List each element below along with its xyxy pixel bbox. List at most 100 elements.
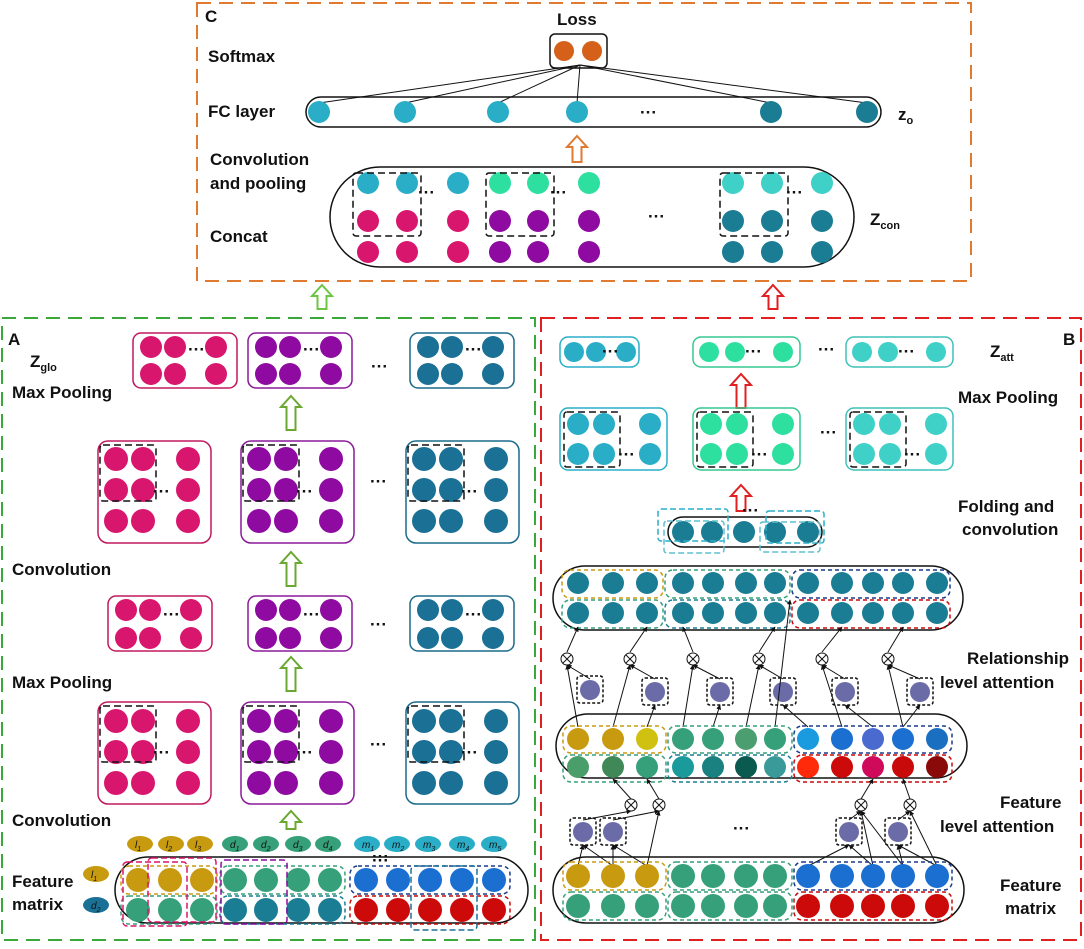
conv-window-outline <box>122 861 188 927</box>
multiply-operator-stroke <box>754 654 764 664</box>
attention-link <box>692 664 721 680</box>
feature-map-node <box>104 509 128 533</box>
feature-matrix-b-node <box>861 894 885 918</box>
z-att-label: Zatt <box>990 342 1014 364</box>
pool-node <box>279 627 301 649</box>
feature-matrix-node <box>158 898 182 922</box>
concat-node <box>396 241 418 263</box>
softmax-label: Softmax <box>208 47 276 66</box>
feature-map-node <box>439 478 463 502</box>
feature-matrix-node <box>482 898 506 922</box>
feature-map-node <box>412 447 436 471</box>
feature-matrix-node <box>286 898 310 922</box>
kernel-window <box>719 172 789 237</box>
attention-link <box>577 844 585 867</box>
attended-matrix-node <box>797 756 819 778</box>
attention-link <box>758 664 784 680</box>
column-label-text: l3 <box>195 840 201 853</box>
feature-map-node <box>319 740 343 764</box>
column-label-text: m5 <box>489 840 501 853</box>
concat-node <box>722 241 744 263</box>
relationship-group-outline <box>791 569 951 599</box>
feature-map-node <box>104 709 128 733</box>
concat-node <box>811 172 833 194</box>
maxpool-node <box>879 413 901 435</box>
relationship-matrix-node <box>892 572 914 594</box>
column-label-badge <box>481 836 507 852</box>
folding-node <box>764 521 786 543</box>
feature-map-node <box>176 447 200 471</box>
kernel-window <box>849 411 907 468</box>
folding-label-2: convolution <box>962 520 1058 539</box>
column-label-text: d2 <box>261 840 271 853</box>
feature-map-box <box>240 440 355 544</box>
feature-label-a2: matrix <box>12 895 64 914</box>
zatt-node <box>926 342 946 362</box>
column-label-text: m4 <box>457 840 469 853</box>
concat-node <box>578 172 600 194</box>
maxpool-node <box>700 443 722 465</box>
feature-matrix-node <box>418 868 442 892</box>
conv-pool-label-2: and pooling <box>210 174 306 193</box>
zglo-node <box>417 363 439 385</box>
feature-map-node <box>274 447 298 471</box>
feature-matrix-b-node <box>763 894 787 918</box>
feature-map-node <box>274 509 298 533</box>
z-o-label: zo <box>898 105 914 127</box>
folding-window <box>657 508 729 542</box>
attention-weight-node <box>773 682 793 702</box>
max-pooling-label-a1: Max Pooling <box>12 383 112 402</box>
relationship-matrix-node <box>672 572 694 594</box>
feature-map-node <box>274 709 298 733</box>
pool-node <box>279 599 301 621</box>
zglo-node <box>164 336 186 358</box>
column-label-text: l2 <box>166 840 172 853</box>
feature-matrix-b-node <box>635 864 659 888</box>
relationship-matrix-node <box>862 572 884 594</box>
feature-map-node <box>319 447 343 471</box>
multiply-operator-stroke <box>625 654 635 664</box>
attended-matrix-container <box>555 713 968 779</box>
attended-matrix-node <box>926 756 948 778</box>
relationship-matrix-node <box>602 602 624 624</box>
feature-matrix-node <box>482 868 506 892</box>
kernel-window <box>99 444 157 502</box>
feature-matrix-node <box>158 868 182 892</box>
zatt-group-dots: ··· <box>602 342 619 361</box>
attention-link <box>844 704 874 728</box>
feature-matrix-node <box>190 868 214 892</box>
feature-matrix-node <box>386 868 410 892</box>
attention-output-arrow <box>629 626 648 653</box>
pool-group-dots: ··· <box>163 605 180 624</box>
feature-matrix-b-node <box>763 864 787 888</box>
feature-matrix-node <box>450 898 474 922</box>
attention-link <box>782 704 809 728</box>
pool-node <box>482 627 504 649</box>
pool-group-dots: ··· <box>465 605 482 624</box>
feature-matrix-dots: ··· <box>372 847 389 866</box>
feature-map-node <box>274 478 298 502</box>
column-label-text: d1 <box>230 840 240 853</box>
maxpool-box <box>692 407 801 471</box>
attended-matrix-node <box>567 728 589 750</box>
feature-map-node <box>247 478 271 502</box>
conv-window-outline <box>220 859 288 925</box>
relationship-matrix-node <box>567 602 589 624</box>
attention-link <box>582 809 632 821</box>
feature-b-group-outline <box>562 861 667 891</box>
arrow-concat-to-fc <box>564 134 590 163</box>
conv-window-outline <box>410 865 478 931</box>
feature-matrix-b-node <box>601 894 625 918</box>
feature-matrix-node <box>190 898 214 922</box>
feature-map-node <box>319 509 343 533</box>
relationship-group-outline <box>561 599 664 629</box>
maxpool-node <box>726 413 748 435</box>
concat-node <box>527 172 549 194</box>
attention-weight-node <box>645 682 665 702</box>
concat-node <box>761 210 783 232</box>
arrow-a-up <box>278 809 304 830</box>
zglo-box <box>132 332 238 389</box>
attention-link <box>897 810 911 821</box>
feature-map-node <box>484 771 508 795</box>
attention-link <box>886 664 904 728</box>
